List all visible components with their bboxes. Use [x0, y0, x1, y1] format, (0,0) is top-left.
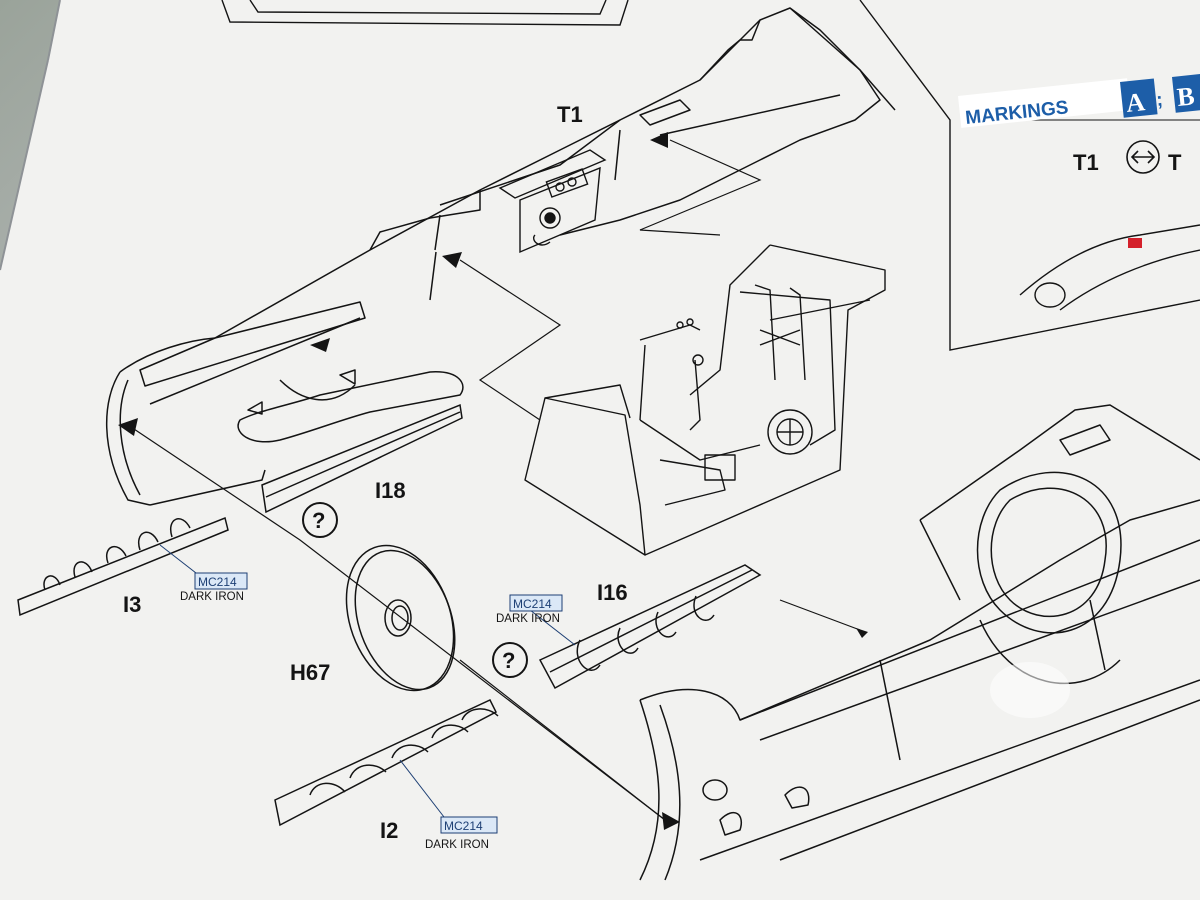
part-i16	[538, 564, 762, 690]
fuselage-left-half	[106, 7, 896, 506]
paint-code: MC214	[198, 575, 237, 589]
detail-to-label: T	[1168, 150, 1182, 175]
highlighted-part	[1128, 238, 1142, 248]
part-i3	[17, 516, 229, 617]
paint-callout-i2: MC214 DARK IRON	[399, 759, 498, 851]
question-icon	[492, 642, 528, 678]
part-label-i16: I16	[597, 580, 628, 605]
previous-step-frame	[221, 0, 629, 26]
swap-arrow-icon	[1126, 140, 1160, 174]
marking-separator: ;	[1155, 89, 1163, 111]
paint-name: DARK IRON	[425, 839, 489, 851]
marking-a-badge	[1120, 78, 1158, 118]
question-mark-1: ?	[312, 508, 325, 533]
marking-a-letter: A	[1125, 87, 1147, 118]
paint-code: MC214	[444, 819, 483, 833]
paint-name: DARK IRON	[496, 613, 560, 625]
instrument-panel	[498, 149, 607, 254]
part-label-h67: H67	[290, 660, 330, 685]
marking-b-badge	[1172, 73, 1200, 113]
glare-reflection	[990, 662, 1070, 718]
part-i18	[261, 403, 463, 514]
part-label-i3: I3	[123, 592, 141, 617]
part-label-i2: I2	[380, 818, 398, 843]
fuselage-right-half	[639, 404, 1200, 881]
arrowheads	[118, 132, 868, 830]
paint-callout-i3: MC214 DARK IRON	[159, 544, 248, 603]
question-icon	[302, 502, 338, 538]
paint-name: DARK IRON	[180, 591, 244, 603]
detail-inset-box	[859, 0, 1200, 351]
paint-callout-i16: MC214 DARK IRON	[496, 594, 576, 646]
part-label-i18: I18	[375, 478, 406, 503]
detail-from-label: T1	[1073, 150, 1099, 175]
part-h67	[345, 544, 456, 692]
marking-b-letter: B	[1176, 81, 1196, 112]
paint-code: MC214	[513, 597, 552, 611]
question-mark-2: ?	[502, 648, 515, 673]
part-label-t1: T1	[557, 102, 583, 127]
seat-assembly	[524, 244, 886, 556]
part-i2	[274, 699, 499, 827]
assembly-guide-lines	[127, 139, 871, 821]
